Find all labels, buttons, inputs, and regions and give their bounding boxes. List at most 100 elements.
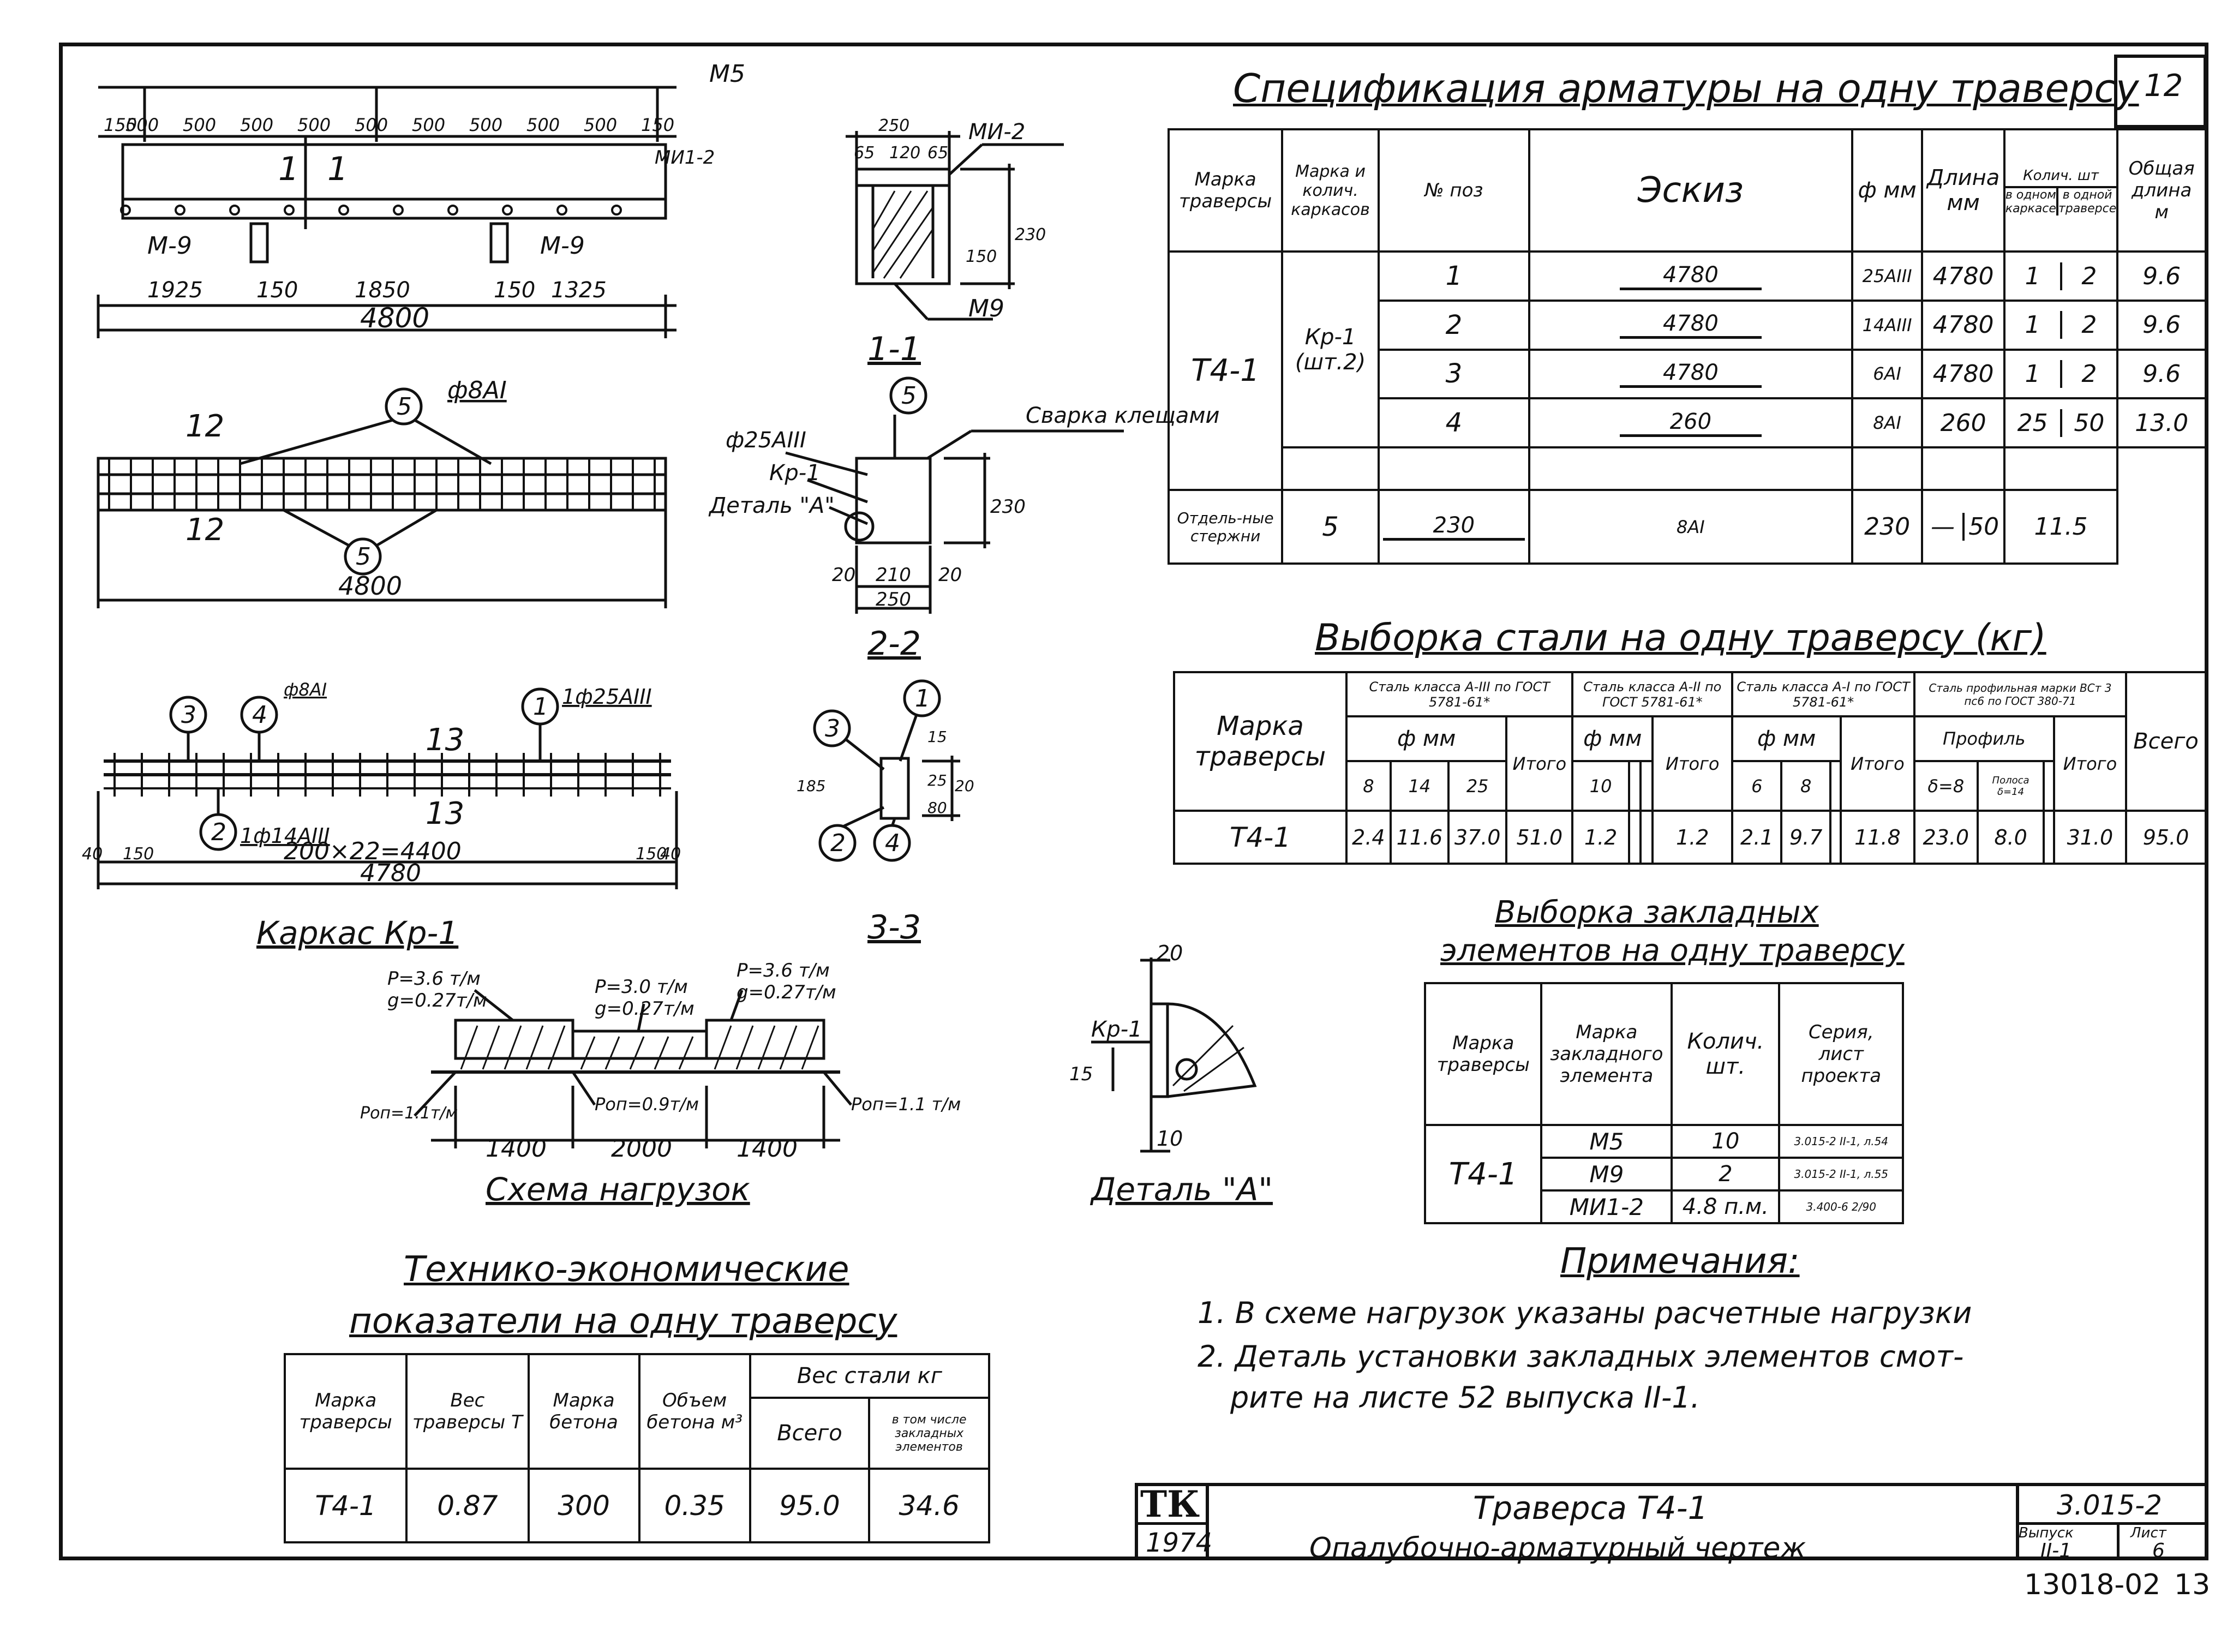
steel-sub-1: 14: [1389, 759, 1450, 812]
spec-q1: —: [1923, 513, 1965, 541]
s33-pos4: 4: [885, 829, 900, 857]
steel-cell-8: 1.2: [1651, 810, 1734, 865]
steel-sub-13: Полоса δ=14: [1976, 759, 2045, 812]
elev-spacing-dim: 500: [526, 115, 560, 135]
tech-cell-3: 0.35: [638, 1468, 751, 1543]
spec-q2: 50: [1968, 513, 1999, 541]
spec-len: 230: [1851, 489, 1924, 565]
steel-sub-4: 10: [1571, 759, 1630, 812]
s22-kr1-label: Кр-1: [769, 460, 821, 486]
stamp-subtitle: Опалубочно-арматурный чертеж: [1309, 1532, 1806, 1565]
tech-cell-0: Т4-1: [283, 1468, 408, 1543]
kr-total-dim: 4780: [360, 859, 421, 887]
steel-cell-4: 51.0: [1505, 810, 1574, 865]
spec-hdr-qty: Колич. шт: [2005, 165, 2117, 189]
steel-table: Марка траверсы Сталь класса А-III по ГОС…: [1173, 671, 2207, 865]
spec-pos: 3: [1377, 348, 1530, 400]
s33-pos1: 1: [915, 685, 930, 713]
elev-spacing-dim: 500: [183, 115, 216, 135]
emb-qty: 4.8 п.м.: [1671, 1189, 1781, 1224]
spec-q2: 2: [2081, 311, 2097, 339]
reaction-right: Роп=1.1 т/м: [851, 1094, 961, 1115]
s22-dim: 20: [832, 564, 855, 586]
detA-dim-bottom: 10: [1157, 1127, 1183, 1151]
note-line-2: 2. Деталь установки закладных элементов …: [1198, 1339, 1964, 1374]
steel-cell-12: 11.8: [1839, 810, 1915, 865]
s22-detA-label: Деталь "А": [708, 493, 835, 518]
steel-profile-lbl: Профиль: [1913, 715, 2055, 762]
kr-cut-bottom: 13: [426, 796, 464, 831]
load-g1: g=0.27т/м: [387, 990, 487, 1011]
karkas-dim: 150: [123, 845, 154, 864]
notes-title: Примечания:: [1560, 1241, 1800, 1282]
sheet-number-box: [2114, 55, 2207, 128]
s22-dim: 20: [938, 564, 962, 586]
steel-cell-10: 9.7: [1780, 810, 1832, 865]
spec-diam: 14АIII: [1851, 299, 1924, 351]
embedded-table: Марка траверсы Марка закладного элемента…: [1423, 982, 1904, 1224]
steel-cell-7: [1639, 810, 1654, 865]
bar25-label: ф25АIII: [726, 428, 806, 453]
spec-len: 4780: [1921, 299, 2005, 351]
steel-cell-17: 95.0: [2125, 810, 2207, 865]
kr-pos2: 2: [211, 818, 226, 846]
steel-sub-10: [1829, 759, 1842, 812]
embedded-title-1: Выборка закладных: [1495, 895, 1819, 930]
elev-bottom-dim: 150: [494, 278, 535, 303]
mi12-label: МИ1-2: [655, 147, 715, 169]
s33-dim: 25: [927, 771, 947, 789]
spec-separate: Отдель-ные стержни: [1167, 489, 1284, 565]
spec-sketch: 4780: [1528, 250, 1853, 302]
detA-dim-top: 20: [1157, 941, 1183, 965]
steel-sub-14: [2043, 759, 2055, 812]
s33-dim: 15: [927, 728, 947, 746]
spec-pos: 1: [1377, 250, 1530, 302]
elev-bottom-dim: 1850: [355, 278, 410, 303]
reaction-mid: Роп=0.9т/м: [595, 1094, 699, 1115]
tech-hdr-steel: Вес стали кг: [749, 1353, 991, 1399]
emb-element: М9: [1540, 1157, 1673, 1192]
cut-mark-1b: 1: [327, 150, 348, 188]
s11-mi-label: МИ-2: [968, 119, 1025, 145]
elev-spacing-dim: 150: [641, 115, 674, 135]
steel-hdr-marka: Марка траверсы: [1173, 671, 1348, 812]
emb-qty: 2: [1671, 1157, 1781, 1192]
spec-total: 9.6: [2116, 348, 2207, 400]
spec-pos: 5: [1281, 489, 1380, 565]
tech-cell-5: 34.6: [868, 1468, 990, 1543]
spec-hdr-pos: № поз: [1377, 128, 1530, 253]
steel-sub-8: 6: [1731, 759, 1783, 812]
elev-bottom-dim: 150: [256, 278, 298, 303]
spec-hdr-diam: ф мм: [1851, 128, 1924, 253]
spec-diam: 8АI: [1528, 489, 1853, 565]
spec-sketch: 260: [1528, 397, 1853, 448]
emb-ref: 3.015-2 II-1, л.55: [1778, 1157, 1904, 1192]
steel-grp-a3: Сталь класса А-III по ГОСТ 5781-61*: [1345, 671, 1574, 718]
spec-sketch-bar: 4780: [1619, 262, 1762, 290]
stamp-list: 6: [2152, 1540, 2165, 1562]
spec-total: 13.0: [2116, 397, 2207, 448]
spec-sketch: 4780: [1528, 299, 1853, 351]
emb-ref: 3.015-2 II-1, л.54: [1778, 1124, 1904, 1159]
spec-table: Марка траверсы Марка и колич. каркасов №…: [1167, 128, 2207, 565]
reaction-left: Роп=1.1т/м: [360, 1104, 458, 1123]
steel-title: Выборка стали на одну траверсу (кг): [1315, 616, 2046, 660]
plan-cut-top: 12: [185, 409, 224, 444]
steel-sub-15: Итого: [2052, 715, 2128, 812]
spec-q1: 25: [2005, 409, 2062, 437]
elev-total-dim: 4800: [360, 302, 429, 334]
spec-sketch-bar: 260: [1619, 409, 1762, 437]
karkas-title: Каркас Кр-1: [256, 914, 458, 951]
steel-cell-9: 2.1: [1731, 810, 1783, 865]
spec-diam: 25АIII: [1851, 250, 1924, 302]
tech-title-1: Технико-экономические: [404, 1249, 849, 1290]
steel-hdr-total: Всего: [2125, 671, 2207, 812]
tech-cell-2: 300: [527, 1468, 640, 1543]
spec-q2: 50: [2074, 409, 2105, 437]
load-p3: Р=3.6 т/м: [737, 960, 830, 981]
